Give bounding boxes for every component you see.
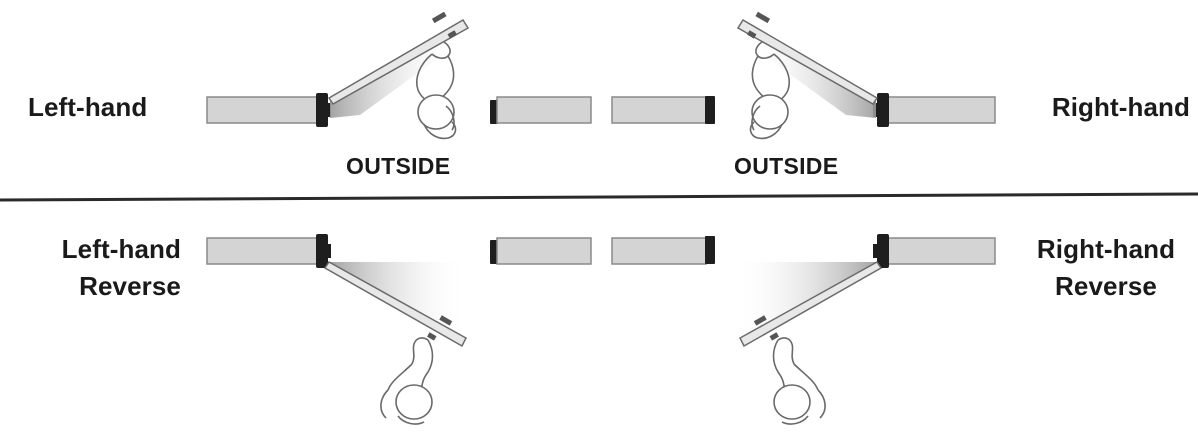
- top-right-door-leaf: [736, 11, 879, 105]
- label-right-hand-reverse-line-1: Right-hand: [1036, 234, 1176, 264]
- label-left-hand-reverse: Left-hand Reverse: [28, 231, 181, 305]
- top-left-door-leaf: [327, 11, 470, 105]
- bottom-right-swing-shade: [734, 262, 876, 334]
- top-right-swing-shade: [748, 34, 876, 118]
- top-center-right-wall: [611, 96, 715, 124]
- label-right-hand-reverse-line-2: Reverse: [1055, 271, 1157, 301]
- top-left-swing-shade: [330, 34, 458, 118]
- bottom-right-person: [772, 337, 826, 425]
- section-divider: [0, 192, 1198, 202]
- bottom-left-wall: [206, 234, 331, 268]
- label-right-hand-reverse: Right-hand Reverse: [1022, 231, 1190, 305]
- top-right-person: [749, 41, 790, 140]
- top-left-wall: [206, 93, 331, 127]
- top-center-left-wall: [490, 96, 592, 124]
- bottom-center-left-wall: [490, 237, 592, 265]
- label-left-hand-reverse-line-2: Reverse: [79, 271, 181, 301]
- top-right-wall: [873, 93, 996, 127]
- top-left-person: [416, 41, 457, 140]
- label-left-hand-reverse-line-1: Left-hand: [61, 234, 181, 264]
- label-left-hand-text: Left-hand: [28, 92, 148, 122]
- label-right-hand-text: Right-hand: [1051, 92, 1190, 122]
- bottom-left-door-leaf: [323, 261, 467, 348]
- bottom-right-door-leaf: [739, 261, 883, 348]
- outside-label-right: OUTSIDE: [734, 153, 839, 179]
- bottom-left-swing-shade: [330, 262, 468, 334]
- bottom-center-right-wall: [611, 236, 715, 265]
- label-right-hand: Right-hand: [1052, 89, 1190, 126]
- bottom-right-wall: [873, 234, 996, 268]
- label-left-hand: Left-hand: [28, 89, 147, 126]
- outside-label-left: OUTSIDE: [346, 153, 451, 179]
- bottom-left-person: [380, 337, 434, 425]
